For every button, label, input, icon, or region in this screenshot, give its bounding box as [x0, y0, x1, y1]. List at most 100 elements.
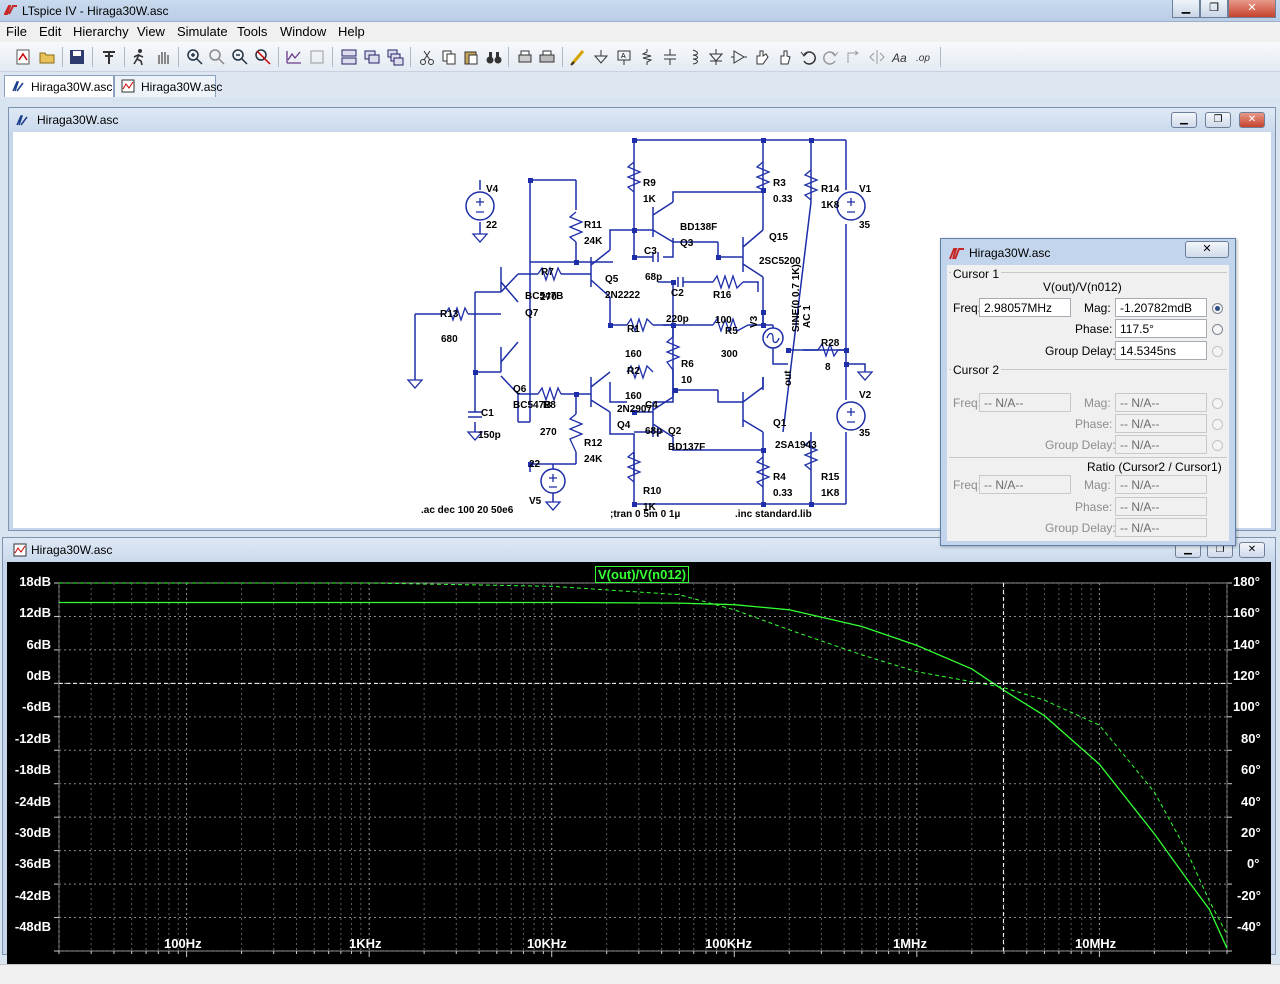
- y-tick-right: 120°: [1233, 668, 1260, 683]
- inc-directive[interactable]: .inc standard.lib: [735, 509, 812, 520]
- print-preview-icon[interactable]: [516, 48, 534, 66]
- tile-vertical-icon[interactable]: [363, 48, 381, 66]
- menu-file[interactable]: File: [6, 24, 27, 39]
- y-tick-right: 0°: [1247, 856, 1260, 871]
- cursor2-mag-label: Mag:: [1084, 396, 1111, 410]
- y-tick-left: -6dB: [22, 699, 51, 714]
- bode-plot-svg: [54, 582, 1232, 957]
- rotate-icon[interactable]: [845, 48, 863, 66]
- ground-icon[interactable]: [592, 48, 610, 66]
- cursor1-freq-field[interactable]: 2.98057MHz: [979, 298, 1071, 317]
- ratio-phase-field[interactable]: -- N/A--: [1115, 497, 1207, 516]
- cursor1-mag-radio[interactable]: [1212, 303, 1223, 314]
- zoom-out-icon[interactable]: [231, 48, 249, 66]
- halt-icon[interactable]: [154, 48, 172, 66]
- control-panel-icon[interactable]: [100, 48, 118, 66]
- inductor-icon[interactable]: [684, 48, 702, 66]
- tab-schematic-label: Hiraga30W.asc: [31, 80, 113, 94]
- menu-view[interactable]: View: [137, 24, 165, 39]
- undo-icon[interactable]: [799, 48, 817, 66]
- waveform-window-title: Hiraga30W.asc: [31, 543, 113, 557]
- cursor1-expression: V(out)/V(n012): [1043, 280, 1122, 294]
- cursor1-phase-field[interactable]: 117.5°: [1115, 319, 1207, 338]
- tran-directive[interactable]: ;tran 0 5m 0 1µ: [610, 509, 680, 520]
- schematic-restore-button[interactable]: ❐: [1205, 112, 1231, 128]
- ratio-freq-field[interactable]: -- N/A--: [979, 475, 1071, 494]
- cursor2-phase-radio[interactable]: [1212, 419, 1223, 430]
- waveform-icon: [13, 543, 27, 557]
- restore-button[interactable]: ❐: [1200, 0, 1228, 18]
- cursor2-freq-field[interactable]: -- N/A--: [979, 393, 1071, 412]
- cursor1-group-delay-field[interactable]: 14.5345ns: [1115, 341, 1207, 360]
- ratio-group-delay-label: Group Delay:: [1045, 521, 1116, 535]
- close-window-button[interactable]: ✕: [1228, 0, 1276, 18]
- pan-icon[interactable]: [208, 48, 226, 66]
- tile-horizontal-icon[interactable]: [340, 48, 358, 66]
- schematic-close-button[interactable]: ✕: [1239, 112, 1265, 128]
- y-tick-right: 80°: [1241, 731, 1261, 746]
- open-icon[interactable]: [38, 48, 56, 66]
- run-icon[interactable]: [130, 48, 148, 66]
- tab-waveform[interactable]: Hiraga30W.asc: [114, 75, 222, 97]
- draw-wire-icon[interactable]: [569, 48, 587, 66]
- tab-schematic[interactable]: Hiraga30W.asc: [4, 75, 114, 97]
- component-icon[interactable]: [730, 48, 748, 66]
- save-icon[interactable]: [68, 48, 86, 66]
- cursor1-mag-field[interactable]: -1.20782mdB: [1115, 298, 1207, 317]
- zoom-in-icon[interactable]: [186, 48, 204, 66]
- mirror-icon[interactable]: [868, 48, 886, 66]
- ratio-freq-label: Freq:: [953, 478, 982, 492]
- v2-label: V2: [859, 390, 872, 401]
- cursor2-group-delay-field[interactable]: -- N/A--: [1115, 435, 1207, 454]
- minimize-button[interactable]: ▁: [1172, 0, 1200, 18]
- ratio-group-delay-field[interactable]: -- N/A--: [1115, 518, 1207, 537]
- ratio-label: Ratio (Cursor2 / Cursor1): [1087, 460, 1222, 474]
- label-net-icon[interactable]: A: [615, 48, 633, 66]
- resistor-icon[interactable]: [638, 48, 656, 66]
- cursor2-mag-field[interactable]: -- N/A--: [1115, 393, 1207, 412]
- r11-value: 24K: [584, 236, 603, 247]
- copy-icon[interactable]: [440, 48, 458, 66]
- cursor1-group-delay-radio[interactable]: [1212, 346, 1223, 357]
- menu-tools[interactable]: Tools: [237, 24, 268, 39]
- trace-label[interactable]: V(out)/V(n012): [595, 566, 690, 583]
- cursor2-group-delay-radio[interactable]: [1212, 440, 1223, 451]
- autorange-icon[interactable]: [285, 48, 303, 66]
- v5-label: V5: [529, 496, 542, 507]
- cursor-dialog-close-button[interactable]: ✕: [1185, 241, 1229, 258]
- new-schematic-icon[interactable]: [14, 48, 32, 66]
- spice-directive-icon[interactable]: .op: [914, 48, 932, 66]
- menu-window[interactable]: Window: [280, 24, 327, 39]
- ac-directive[interactable]: .ac dec 100 20 50e6: [421, 505, 514, 516]
- cursor2-group-delay-label: Group Delay:: [1045, 438, 1116, 452]
- waveform-close-button[interactable]: ✕: [1239, 542, 1265, 558]
- menu-help[interactable]: Help: [338, 24, 365, 39]
- schematic-minimize-button[interactable]: ▁: [1171, 112, 1197, 128]
- cut-icon[interactable]: [418, 48, 436, 66]
- diode-icon[interactable]: [707, 48, 725, 66]
- y-tick-left: -30dB: [14, 825, 51, 840]
- cascade-icon[interactable]: [386, 48, 404, 66]
- waveform-plot[interactable]: V(out)/V(n012) 18dB 12dB 6dB 0dB -6dB -1…: [7, 562, 1271, 964]
- fit-to-window-icon[interactable]: [308, 48, 326, 66]
- find-icon[interactable]: [485, 48, 503, 66]
- ratio-mag-field[interactable]: -- N/A--: [1115, 475, 1207, 494]
- cursor2-mag-radio[interactable]: [1212, 398, 1223, 409]
- print-icon[interactable]: [538, 48, 556, 66]
- capacitor-icon[interactable]: [661, 48, 679, 66]
- q4-label: Q4: [617, 420, 631, 431]
- redo-icon[interactable]: [822, 48, 840, 66]
- r13-label: R13: [440, 309, 459, 320]
- menu-simulate[interactable]: Simulate: [177, 24, 228, 39]
- menu-edit[interactable]: Edit: [39, 24, 62, 39]
- c3-label: C3: [644, 246, 657, 257]
- text-icon[interactable]: Aa: [891, 48, 909, 66]
- paste-icon[interactable]: [462, 48, 480, 66]
- cursor1-phase-radio[interactable]: [1212, 324, 1223, 335]
- cursor2-phase-field[interactable]: -- N/A--: [1115, 414, 1207, 433]
- menu-hierarchy[interactable]: Hierarchy: [73, 24, 129, 39]
- move-icon[interactable]: [753, 48, 771, 66]
- zoom-fit-icon[interactable]: [254, 48, 272, 66]
- drag-icon[interactable]: [776, 48, 794, 66]
- tab-waveform-label: Hiraga30W.asc: [141, 80, 223, 94]
